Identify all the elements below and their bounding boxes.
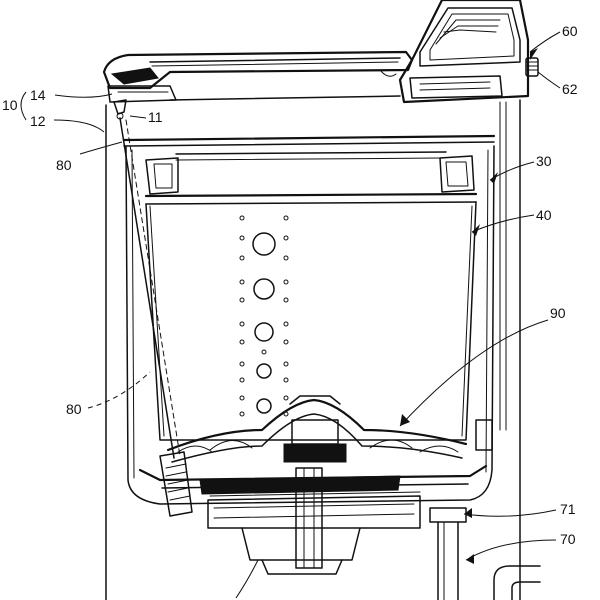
control-panel bbox=[398, 0, 539, 104]
label-11: 11 bbox=[148, 109, 163, 125]
label-60: 60 bbox=[562, 23, 578, 39]
reference-labels: 10 14 12 11 80 30 40 60 62 80 90 71 70 bbox=[2, 23, 578, 547]
top-cover-assembly bbox=[102, 50, 414, 103]
label-70: 70 bbox=[560, 531, 576, 547]
label-14: 14 bbox=[30, 87, 46, 103]
drum-holes bbox=[239, 215, 289, 417]
label-71: 71 bbox=[560, 501, 576, 517]
pulsator bbox=[166, 395, 468, 463]
cabinet bbox=[105, 99, 521, 600]
label-30: 30 bbox=[536, 153, 552, 169]
label-80-lower: 80 bbox=[66, 401, 82, 417]
leader-lines bbox=[53, 31, 561, 599]
label-80-top: 80 bbox=[56, 157, 72, 173]
label-12: 12 bbox=[30, 113, 46, 129]
suspension-rod bbox=[113, 99, 193, 517]
label-10: 10 bbox=[2, 97, 18, 113]
drain-assembly bbox=[429, 419, 541, 600]
outer-tub bbox=[122, 134, 496, 505]
inner-tub bbox=[144, 151, 478, 441]
label-90: 90 bbox=[550, 305, 566, 321]
label-62: 62 bbox=[562, 81, 578, 97]
tub-base-and-drive bbox=[138, 464, 488, 575]
group-bracket-10 bbox=[20, 91, 27, 121]
label-40: 40 bbox=[536, 207, 552, 223]
